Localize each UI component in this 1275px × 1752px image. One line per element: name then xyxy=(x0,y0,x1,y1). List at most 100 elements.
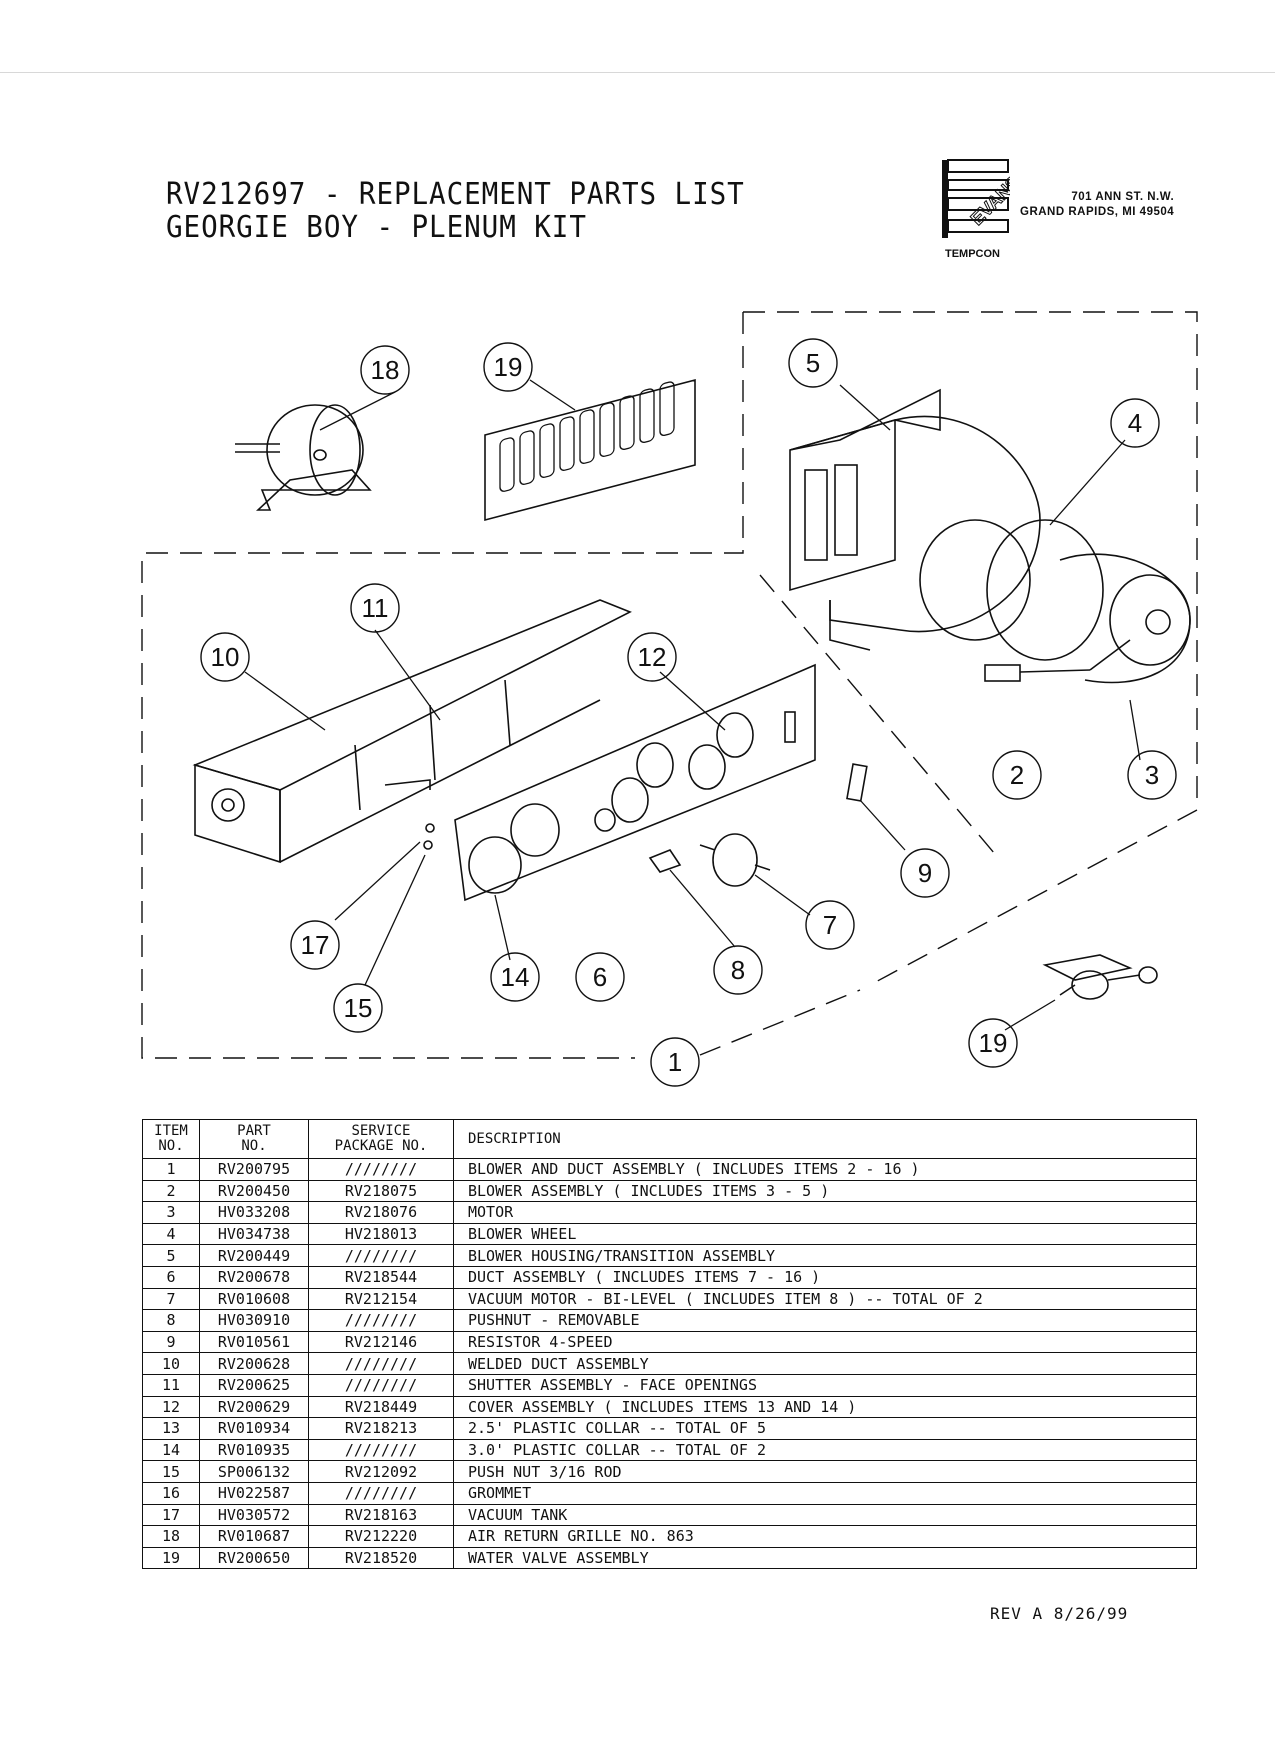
cell-service-package: //////// xyxy=(308,1158,454,1181)
cell-service-package: //////// xyxy=(308,1373,454,1397)
cell-part-no: RV200450 xyxy=(199,1179,309,1203)
cell-description: VACUUM TANK xyxy=(453,1503,1197,1527)
cell-item-no: 12 xyxy=(142,1395,200,1419)
svg-text:9: 9 xyxy=(918,858,932,888)
cell-item-no: 8 xyxy=(142,1309,200,1332)
cell-service-package: RV212092 xyxy=(308,1460,454,1483)
air-return-grille-part xyxy=(484,378,696,522)
svg-text:3: 3 xyxy=(1145,760,1159,790)
cell-description: BLOWER WHEEL xyxy=(453,1222,1197,1246)
evans-logo: EVANS xyxy=(942,159,1010,238)
address-line-1: 701 ANN ST. N.W. xyxy=(1071,191,1175,203)
page-title: RV212697 - REPLACEMENT PARTS LIST GEORGI… xyxy=(166,178,745,244)
cell-description: GROMMET xyxy=(453,1481,1197,1505)
company-address: 701 ANN ST. N.W. GRAND RAPIDS, MI 49504 xyxy=(1020,190,1174,220)
cell-part-no: HV030910 xyxy=(199,1309,309,1332)
cell-description: WATER VALVE ASSEMBLY xyxy=(453,1546,1197,1570)
cell-description: BLOWER ASSEMBLY ( INCLUDES ITEMS 3 - 5 ) xyxy=(453,1179,1197,1203)
cell-item-no: 1 xyxy=(142,1158,200,1181)
cell-description: 2.5' PLASTIC COLLAR -- TOTAL OF 5 xyxy=(453,1417,1197,1440)
callout-4: 4 xyxy=(1110,398,1160,448)
svg-text:8: 8 xyxy=(731,955,745,985)
cell-item-no: 9 xyxy=(142,1330,200,1354)
callout-11: 11 xyxy=(350,583,400,633)
cell-part-no: HV034738 xyxy=(199,1222,309,1246)
cell-service-package: RV218075 xyxy=(308,1179,454,1203)
cell-description: AIR RETURN GRILLE NO. 863 xyxy=(453,1525,1197,1548)
duct-assembly-part xyxy=(192,599,632,864)
scan-edge-line xyxy=(0,72,1275,73)
svg-text:7: 7 xyxy=(823,910,837,940)
cell-description: MOTOR xyxy=(453,1201,1197,1224)
svg-text:10: 10 xyxy=(211,642,240,672)
callout-17: 18 xyxy=(360,345,410,395)
cell-part-no: RV200795 xyxy=(199,1158,309,1181)
callout-7: 7 xyxy=(805,900,855,950)
cell-item-no: 4 xyxy=(142,1222,200,1246)
cell-part-no: HV022587 xyxy=(199,1481,309,1505)
cell-item-no: 11 xyxy=(142,1373,200,1397)
cell-part-no: RV010935 xyxy=(199,1438,309,1462)
cell-service-package: RV218520 xyxy=(308,1546,454,1570)
header-description: DESCRIPTION xyxy=(453,1119,1197,1159)
callout-15: 15 xyxy=(333,983,383,1033)
address-line-2: GRAND RAPIDS, MI 49504 xyxy=(1020,206,1175,218)
cell-service-package: //////// xyxy=(308,1481,454,1505)
cell-description: BLOWER AND DUCT ASSEMBLY ( INCLUDES ITEM… xyxy=(453,1158,1197,1181)
callout-6: 6 xyxy=(575,952,625,1002)
callout-18: 19 xyxy=(483,342,533,392)
cell-item-no: 13 xyxy=(142,1417,200,1440)
cell-item-no: 14 xyxy=(142,1438,200,1462)
cell-part-no: RV200449 xyxy=(199,1244,309,1267)
svg-text:2: 2 xyxy=(1010,760,1024,790)
cell-description: COVER ASSEMBLY ( INCLUDES ITEMS 13 AND 1… xyxy=(453,1395,1197,1419)
cell-part-no: RV200650 xyxy=(199,1546,309,1570)
svg-text:17: 17 xyxy=(301,930,330,960)
cell-description: WELDED DUCT ASSEMBLY xyxy=(453,1352,1197,1375)
callout-3: 3 xyxy=(1127,750,1177,800)
cell-service-package: HV218013 xyxy=(308,1222,454,1246)
callout-19: 19 xyxy=(968,1018,1018,1068)
revision-stamp: REV A 8/26/99 xyxy=(990,1604,1129,1623)
cell-description: 3.0' PLASTIC COLLAR -- TOTAL OF 2 xyxy=(453,1438,1197,1462)
cell-service-package: RV218449 xyxy=(308,1395,454,1419)
cell-part-no: RV200628 xyxy=(199,1352,309,1375)
svg-text:14: 14 xyxy=(501,962,530,992)
callout-1: 1 xyxy=(650,1037,700,1087)
brand-name: TEMPCON xyxy=(945,248,1000,260)
cover-assembly-part xyxy=(423,663,816,902)
title-line-2: GEORGIE BOY - PLENUM KIT xyxy=(166,210,587,245)
cell-service-package: RV218163 xyxy=(308,1503,454,1527)
svg-text:6: 6 xyxy=(593,962,607,992)
callout-leader-lines xyxy=(244,379,1141,1031)
svg-text:19: 19 xyxy=(494,352,523,382)
cell-part-no: RV200625 xyxy=(199,1373,309,1397)
callout-9: 9 xyxy=(900,848,950,898)
blower-assembly-part xyxy=(789,388,1191,684)
title-line-1: RV212697 - REPLACEMENT PARTS LIST xyxy=(166,177,745,212)
cell-service-package: RV218213 xyxy=(308,1417,454,1440)
cell-service-package: //////// xyxy=(308,1352,454,1375)
cell-part-no: RV200678 xyxy=(199,1265,309,1289)
cell-item-no: 15 xyxy=(142,1460,200,1483)
cell-part-no: RV200629 xyxy=(199,1395,309,1419)
cell-service-package: //////// xyxy=(308,1438,454,1462)
